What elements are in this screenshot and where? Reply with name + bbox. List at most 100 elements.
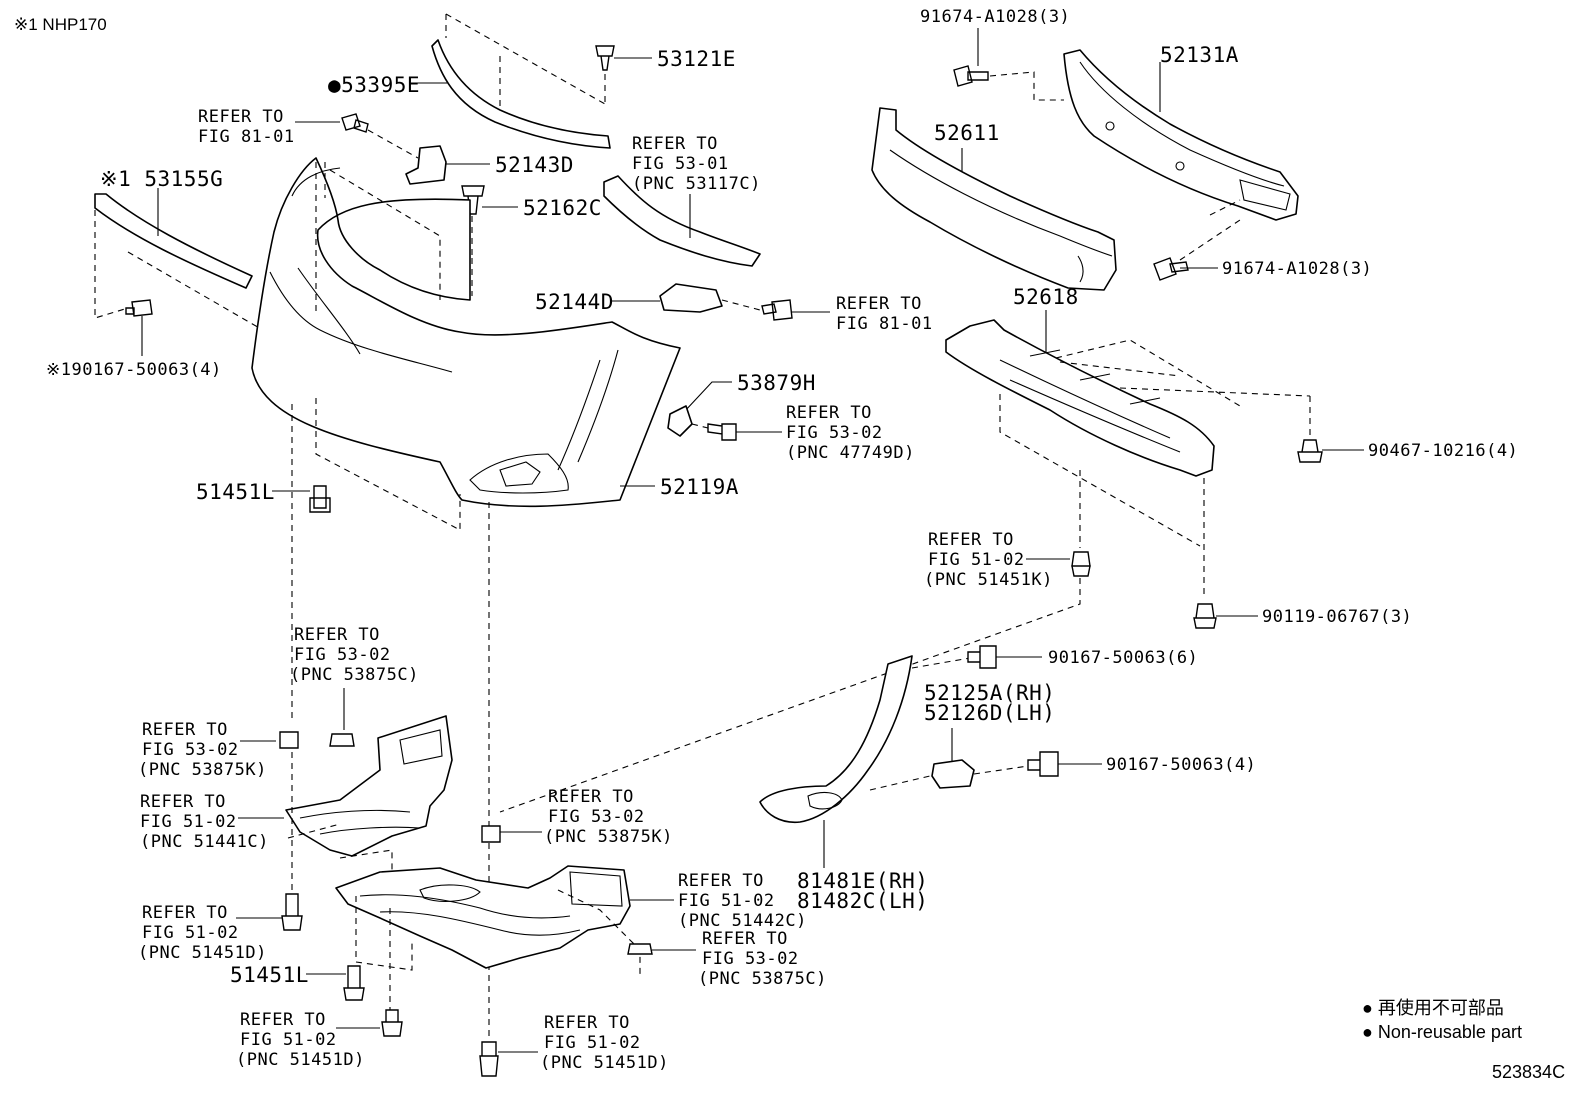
nut-51451k-icon[interactable] [1071, 551, 1091, 577]
refer-51451d-bottom-line1[interactable]: REFER TO [240, 1010, 326, 1030]
label-52119a[interactable]: 52119A [660, 475, 739, 499]
refer-51451d-left-line2[interactable]: FIG 51-02 [142, 923, 239, 943]
bolt-47749d-icon[interactable] [707, 423, 737, 441]
bolt-51451d-left-icon[interactable] [281, 893, 303, 931]
under-cover-51442c-part[interactable] [335, 865, 631, 969]
label-90119[interactable]: 90119-06767(3) [1262, 607, 1412, 627]
reinforcement-52131a-part[interactable] [1063, 49, 1299, 221]
label-90467[interactable]: 90467-10216(4) [1368, 441, 1518, 461]
refer-47749d-line2[interactable]: FIG 53-02 [786, 423, 883, 443]
model-note: ※1 NHP170 [14, 15, 107, 34]
label-53879h[interactable]: 53879H [737, 371, 816, 395]
bolt-fig8101-b-icon[interactable] [761, 299, 793, 321]
refer-51451d-bottom-line2[interactable]: FIG 51-02 [240, 1030, 337, 1050]
clip-53875c-top-icon[interactable] [329, 733, 355, 747]
clip-53121e-icon[interactable] [595, 45, 615, 71]
screw-90167-6-icon[interactable] [967, 645, 997, 669]
screw-90167-4-right-icon[interactable] [1027, 751, 1059, 777]
label-81481e[interactable]: 81481E(RH) [797, 869, 928, 893]
refer-51451d-left-line1[interactable]: REFER TO [142, 903, 228, 923]
bezel-81481e-part[interactable] [759, 655, 913, 824]
refer-51451d-center-line1[interactable]: REFER TO [544, 1013, 630, 1033]
label-53155g[interactable]: ※1 53155G [100, 167, 223, 191]
under-cover-51441c-part[interactable] [285, 715, 453, 857]
bracket-53117c-part[interactable] [603, 175, 761, 267]
label-91674-top[interactable]: 91674-A1028(3) [920, 7, 1070, 27]
bracket-52144d-part[interactable] [659, 283, 723, 313]
bolt-91674-top-icon[interactable] [953, 65, 989, 87]
label-52143d[interactable]: 52143D [495, 153, 574, 177]
clip-53875c-bottom-icon[interactable] [627, 943, 653, 955]
refer-53875k-mid-line1[interactable]: REFER TO [548, 787, 634, 807]
refer-53875k-left-line1[interactable]: REFER TO [142, 720, 228, 740]
bolt-90119-icon[interactable] [1193, 603, 1217, 629]
refer-fig8101-b-line2[interactable]: FIG 81-01 [836, 314, 933, 334]
refer-47749d-line3[interactable]: (PNC 47749D) [786, 443, 915, 463]
label-52126d[interactable]: 52126D(LH) [924, 701, 1055, 725]
bolt-51451d-center-icon[interactable] [479, 1041, 499, 1077]
refer-fig8101-a-line2[interactable]: FIG 81-01 [198, 127, 295, 147]
label-52131a[interactable]: 52131A [1160, 43, 1239, 67]
label-90167-4-left[interactable]: ※190167-50063(4) [46, 360, 222, 380]
bolt-91674-bottom-icon[interactable] [1153, 257, 1189, 281]
refer-fig8101-b-line1[interactable]: REFER TO [836, 294, 922, 314]
refer-fig5301-line1[interactable]: REFER TO [632, 134, 718, 154]
bracket-52125a-part[interactable] [931, 759, 975, 789]
refer-51451d-bottom-line3[interactable]: (PNC 51451D) [236, 1050, 365, 1070]
bolt-51451d-bottom-icon[interactable] [381, 1009, 403, 1037]
refer-fig8101-a-line1[interactable]: REFER TO [198, 107, 284, 127]
refer-53875c-top-line2[interactable]: FIG 53-02 [294, 645, 391, 665]
refer-53875c-bottom-line3[interactable]: (PNC 53875C) [698, 969, 827, 989]
refer-fig5301-line2[interactable]: FIG 53-01 [632, 154, 729, 174]
bolt-51451l-b-icon[interactable] [343, 965, 365, 1001]
refer-51451k-line3[interactable]: (PNC 51451K) [924, 570, 1053, 590]
clip-53875k-left-icon[interactable] [279, 731, 299, 749]
absorber-52611-part[interactable] [871, 107, 1117, 291]
refer-51442c-line1[interactable]: REFER TO [678, 871, 764, 891]
refer-51441c-line1[interactable]: REFER TO [140, 792, 226, 812]
label-51451l-a[interactable]: 51451L [196, 480, 275, 504]
under-cover-52618-part[interactable] [945, 319, 1215, 477]
refer-51451k-line2[interactable]: FIG 51-02 [928, 550, 1025, 570]
refer-fig5301-line3[interactable]: (PNC 53117C) [632, 174, 761, 194]
refer-51442c-line2[interactable]: FIG 51-02 [678, 891, 775, 911]
retainer-53879h-part[interactable] [667, 405, 693, 437]
refer-51441c-line2[interactable]: FIG 51-02 [140, 812, 237, 832]
refer-51451d-center-line2[interactable]: FIG 51-02 [544, 1033, 641, 1053]
label-53395e[interactable]: ●53395E [328, 73, 420, 97]
refer-53875k-left-line3[interactable]: (PNC 53875K) [138, 760, 267, 780]
label-91674-bottom[interactable]: 91674-A1028(3) [1222, 259, 1372, 279]
refer-51451d-left-line3[interactable]: (PNC 51451D) [138, 943, 267, 963]
label-52611[interactable]: 52611 [934, 121, 1000, 145]
refer-51451d-center-line3[interactable]: (PNC 51451D) [540, 1053, 669, 1073]
refer-53875c-top-line3[interactable]: (PNC 53875C) [290, 665, 419, 685]
refer-53875k-mid-line2[interactable]: FIG 53-02 [548, 807, 645, 827]
refer-51451k-line1[interactable]: REFER TO [928, 530, 1014, 550]
refer-53875c-bottom-line1[interactable]: REFER TO [702, 929, 788, 949]
label-51451l-b[interactable]: 51451L [230, 963, 309, 987]
clip-90467-icon[interactable] [1297, 439, 1323, 463]
refer-51442c-line3[interactable]: (PNC 51442C) [678, 911, 807, 931]
screw-90167-4-left-icon[interactable] [125, 299, 153, 317]
refer-47749d-line1[interactable]: REFER TO [786, 403, 872, 423]
clip-53875k-mid-icon[interactable] [481, 825, 501, 843]
bolt-51451l-a-icon[interactable] [309, 485, 331, 513]
label-52618[interactable]: 52618 [1013, 285, 1079, 309]
label-52125a[interactable]: 52125A(RH) [924, 681, 1055, 705]
moulding-53155g-part[interactable] [94, 193, 253, 289]
refer-53875c-top-line1[interactable]: REFER TO [294, 625, 380, 645]
label-52144d[interactable]: 52144D [535, 290, 614, 314]
label-90167-4-right[interactable]: 90167-50063(4) [1106, 755, 1256, 775]
bolt-fig8101-icon[interactable] [341, 113, 369, 133]
label-53121e[interactable]: 53121E [657, 47, 736, 71]
label-81482c[interactable]: 81482C(LH) [797, 889, 928, 913]
refer-51441c-line3[interactable]: (PNC 51441C) [140, 832, 269, 852]
refer-53875k-left-line2[interactable]: FIG 53-02 [142, 740, 239, 760]
grille-moulding-part[interactable] [431, 39, 611, 149]
refer-53875c-bottom-line2[interactable]: FIG 53-02 [702, 949, 799, 969]
label-90167-6[interactable]: 90167-50063(6) [1048, 648, 1198, 668]
label-52162c[interactable]: 52162C [523, 196, 602, 220]
refer-53875k-mid-line3[interactable]: (PNC 53875K) [544, 827, 673, 847]
bracket-52143d-part[interactable] [405, 145, 447, 185]
bumper-cover-52119a-part[interactable] [251, 157, 681, 508]
